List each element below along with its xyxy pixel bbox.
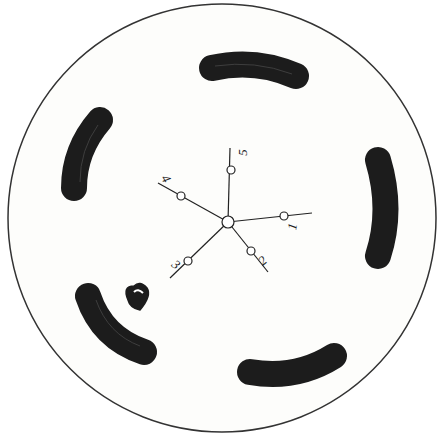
spoke-ring (247, 247, 255, 255)
dish-outline (8, 4, 436, 432)
dark-band (74, 120, 100, 188)
dark-band (212, 64, 296, 76)
dark-band (250, 356, 334, 374)
spoke-ring (184, 257, 192, 265)
dark-band (378, 160, 386, 256)
spoke-ring (227, 166, 235, 174)
spoke-ring (177, 192, 185, 200)
hub-circle (222, 216, 234, 228)
callout-number: 5 (236, 149, 249, 156)
spoke-ring (280, 212, 288, 220)
heart-blob (126, 283, 148, 310)
spokes (158, 148, 312, 278)
